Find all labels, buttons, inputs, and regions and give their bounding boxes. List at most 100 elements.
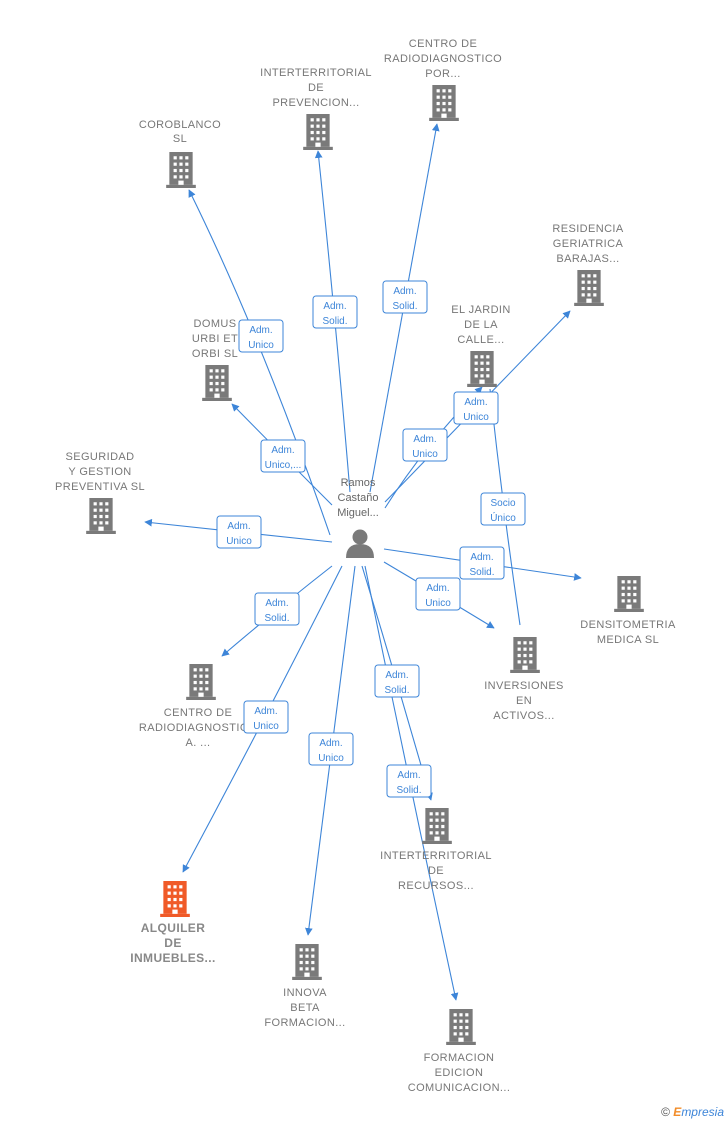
- company-node-coroblanco[interactable]: COROBLANCO SL: [139, 119, 221, 188]
- company-node-centro-radiodiagnostico-por[interactable]: CENTRO DERADIODIAGNOSTICOPOR...: [384, 38, 502, 121]
- edge-label-text: Adm.: [323, 301, 346, 312]
- company-node-inversiones-activos[interactable]: INVERSIONES EN ACTIVOS...: [484, 637, 564, 722]
- company-name-line: SL: [173, 133, 187, 145]
- company-node-interterritorial-prevencion[interactable]: INTERTERRITORIALDEPREVENCION...: [260, 67, 372, 150]
- building-icon: [186, 664, 216, 700]
- edge-label-box: [254, 592, 300, 626]
- company-name-line: BARAJAS...: [556, 253, 619, 265]
- building-icon: [86, 498, 116, 534]
- edge-label-text: Adm.: [271, 445, 294, 456]
- company-name-line: ACTIVOS...: [493, 710, 554, 722]
- edge-label-text: Unico: [425, 598, 451, 609]
- edge-label-residencia-geriatrica[interactable]: Adm.Unico: [453, 391, 499, 425]
- company-node-alquiler-inmuebles[interactable]: ALQUILERDEINMUEBLES...: [130, 881, 215, 965]
- edge-label-text: Solid.: [469, 567, 494, 578]
- edge-label-text: Unico: [248, 340, 274, 351]
- edge-label-inversiones-activos[interactable]: Adm. Unico: [415, 577, 461, 611]
- edge-label-box: [243, 700, 289, 734]
- edge-center-coroblanco: [188, 189, 331, 536]
- company-name-line: RESIDENCIA: [552, 223, 623, 235]
- company-node-centro-radiodiagnostico-a[interactable]: CENTRO DERADIODIAGNOSTICOA. ...: [139, 664, 257, 749]
- edge-label-innova-beta[interactable]: Adm.Unico: [308, 732, 354, 766]
- edge-label-box: [308, 732, 354, 766]
- person-name-line: Castaño: [338, 492, 379, 504]
- edge-label-text: Solid.: [322, 316, 347, 327]
- company-name-line: COROBLANCO: [139, 119, 221, 131]
- person-name-line: Ramos: [341, 477, 376, 489]
- company-name-line: SEGURIDAD: [66, 451, 135, 463]
- company-name-line: FORMACION...: [264, 1017, 345, 1029]
- company-node-interterritorial-recursos[interactable]: INTERTERRITORIALDERECURSOS...: [380, 808, 492, 892]
- company-name-line: CENTRO DE: [409, 38, 477, 50]
- company-name-line: INVERSIONES: [484, 680, 564, 692]
- company-name-line: POR...: [425, 68, 460, 80]
- company-name-line: EN: [516, 695, 532, 707]
- company-name-line: CALLE...: [457, 334, 504, 346]
- edge-label-coroblanco[interactable]: Adm.Unico: [238, 319, 284, 353]
- edge-label-text: Único: [490, 511, 516, 524]
- edge-label-text: Unico: [226, 536, 252, 547]
- company-name-line: ALQUILER: [141, 921, 206, 935]
- company-name-line: DE: [164, 936, 181, 950]
- company-name-line: INMUEBLES...: [130, 951, 215, 965]
- edge-label-densitometria[interactable]: Adm. Solid.: [459, 546, 505, 580]
- edge-label-box: [459, 546, 505, 580]
- company-node-formacion-edicion[interactable]: FORMACIONEDICIONCOMUNICACION...: [408, 1009, 511, 1094]
- company-name-line: INTERTERRITORIAL: [260, 67, 372, 79]
- company-name-line: PREVENTIVA SL: [55, 481, 145, 493]
- edge-label-seguridad-gestion[interactable]: Adm. Unico: [216, 515, 262, 549]
- building-icon: [510, 637, 540, 673]
- edge-label-text: Solid.: [392, 301, 417, 312]
- person-node-center[interactable]: RamosCastañoMiguel...: [337, 477, 379, 558]
- edge-label-text: Unico,...: [265, 460, 302, 471]
- edge-label-text: Adm.: [265, 598, 288, 609]
- building-icon: [574, 270, 604, 306]
- company-name-line: RECURSOS...: [398, 880, 474, 892]
- building-icon: [303, 114, 333, 150]
- company-node-innova-beta[interactable]: INNOVABETAFORMACION...: [264, 944, 345, 1029]
- edge-label-text: Adm.: [254, 706, 277, 717]
- edge-label-text: Unico: [412, 449, 438, 460]
- edge-label-formacion-edicion[interactable]: Adm. Solid.: [386, 764, 432, 798]
- building-icon: [160, 881, 190, 917]
- edge-label-text: Unico: [253, 721, 279, 732]
- edge-label-text: Solid.: [396, 785, 421, 796]
- building-icon: [422, 808, 452, 844]
- edge-label-interterritorial-recursos[interactable]: Adm. Solid.: [374, 664, 420, 698]
- edge-label-domus-urbi[interactable]: Adm. Unico,...: [260, 439, 306, 473]
- building-icon: [166, 152, 196, 188]
- building-icon: [202, 365, 232, 401]
- brand-logo-initial: E: [673, 1105, 682, 1119]
- edge-label-interterritorial-prevencion[interactable]: Adm. Solid.: [312, 295, 358, 329]
- edge-label-text: Adm.: [470, 552, 493, 563]
- company-name-line: PREVENCION...: [272, 97, 359, 109]
- edge-label-text: Adm.: [385, 670, 408, 681]
- edge-label-box: [312, 295, 358, 329]
- company-node-residencia-geriatrica[interactable]: RESIDENCIAGERIATRICABARAJAS...: [552, 223, 623, 306]
- company-name-line: CENTRO DE: [164, 707, 232, 719]
- edge-label-text: Adm.: [227, 521, 250, 532]
- edge-label-text: Solid.: [384, 685, 409, 696]
- edge-label-centro-radiodiagnostico-por[interactable]: Adm.Solid.: [382, 280, 428, 314]
- building-icon: [429, 85, 459, 121]
- company-name-line: URBI ET: [192, 333, 238, 345]
- edge-label-box: [402, 428, 448, 462]
- edge-label-centro-radiodiagnostico-a[interactable]: Adm.Solid.: [254, 592, 300, 626]
- edge-label-el-jardin[interactable]: Adm.Unico: [402, 428, 448, 462]
- edge-label-text: Adm.: [426, 583, 449, 594]
- edge-label-box: [216, 515, 262, 549]
- building-icon: [614, 576, 644, 612]
- company-name-line: DE: [428, 865, 444, 877]
- edge-label-box: [260, 439, 306, 473]
- edge-label-text: Adm.: [397, 770, 420, 781]
- edge-label-box: [238, 319, 284, 353]
- person-name-line: Miguel...: [337, 507, 379, 519]
- footer-brand[interactable]: © Empresia: [661, 1105, 724, 1119]
- edge-label-alquiler-inmuebles[interactable]: Adm. Unico: [243, 700, 289, 734]
